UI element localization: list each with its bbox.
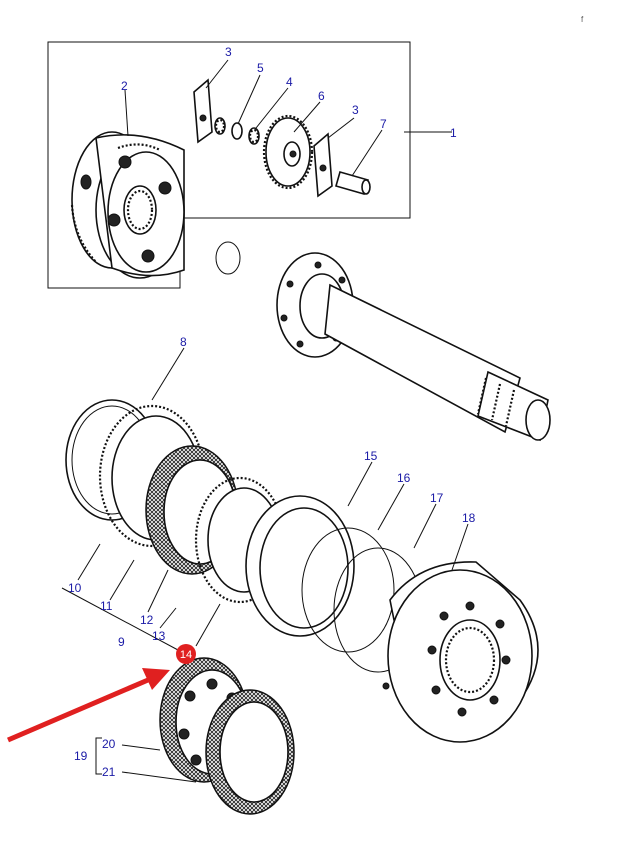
callout-10: 10 [68,581,82,595]
callout-2: 2 [121,79,128,93]
thrust-plate-right [313,132,333,198]
piston-and-seals [245,495,423,673]
callout-7: 7 [380,117,387,131]
callout-13: 13 [152,629,166,643]
callout-20: 20 [102,737,116,751]
callout-16: 16 [397,471,411,485]
callout-6: 6 [318,89,325,103]
leader-lines [61,59,469,783]
planet-gear [262,114,314,190]
thrust-plate-left [193,78,213,144]
axle-shaft [276,252,551,442]
circlip [215,241,241,275]
callout-21: 21 [102,765,116,779]
highlight-badge: 14 [176,644,196,664]
callout-5: 5 [257,61,264,75]
callout-8: 8 [180,335,187,349]
callout-4: 4 [286,75,293,89]
corner-mark: f [581,15,584,24]
callout-3a: 3 [225,45,232,59]
highlight-arrow [7,668,170,743]
callout-1: 1 [450,126,457,140]
callout-15: 15 [364,449,378,463]
callout-9: 9 [118,635,125,649]
planet-pin [335,171,371,195]
brake-discs [145,445,286,604]
callout-labels: 1 2 3 5 4 6 3 7 8 10 11 12 9 13 15 16 17… [68,45,476,779]
brake-disc-set [159,657,295,815]
callout-14: 14 [180,649,192,661]
planetary-assembly-group [47,41,411,289]
callout-3b: 3 [352,103,359,117]
callout-11: 11 [100,599,113,613]
needle-bearings [214,117,260,145]
callout-18: 18 [462,511,476,525]
brake-housing [382,561,539,743]
callout-17: 17 [430,491,444,505]
callout-12: 12 [140,613,154,627]
callout-19: 19 [74,749,88,763]
planet-carrier [70,131,185,279]
